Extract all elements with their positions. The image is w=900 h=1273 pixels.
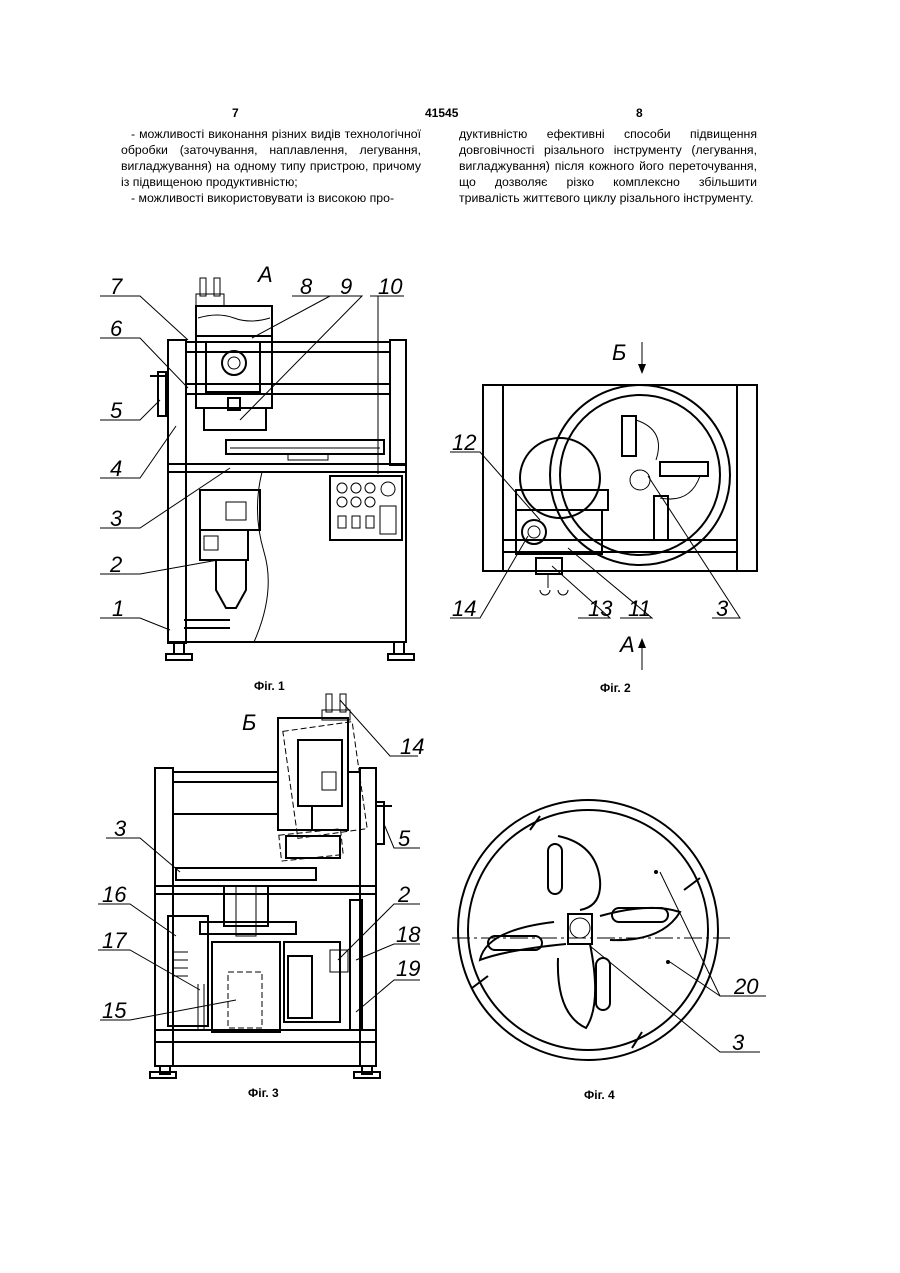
fig2-label: 13 [588, 596, 613, 621]
fig1-label: 9 [340, 274, 352, 299]
fig3-label: 5 [398, 826, 411, 851]
figure-3-drawing: Б [98, 694, 424, 1078]
fig2-view-bottom: А [618, 632, 635, 657]
fig1-label: 10 [378, 274, 403, 299]
fig1-label: 8 [300, 274, 313, 299]
figure-4-drawing: 20 3 [452, 800, 766, 1060]
fig2-view-top: Б [612, 340, 626, 365]
fig3-label: 16 [102, 882, 127, 907]
fig1-label: 4 [110, 456, 122, 481]
fig3-label: 2 [397, 882, 410, 907]
fig1-label: 6 [110, 316, 123, 341]
fig1-view-letter: А [256, 262, 273, 287]
fig2-label: 11 [628, 596, 651, 621]
figure-2-caption: Фіг. 2 [600, 681, 631, 695]
fig1-label: 1 [112, 596, 124, 621]
fig1-label: 5 [110, 398, 123, 423]
fig1-label: 7 [110, 274, 123, 299]
fig3-label: 17 [102, 928, 127, 953]
figure-4-caption: Фіг. 4 [584, 1088, 615, 1102]
fig3-label: 18 [396, 922, 421, 947]
fig1-label: 2 [109, 552, 122, 577]
figure-1-drawing: А [100, 262, 414, 660]
figure-1-caption: Фіг. 1 [254, 679, 285, 693]
fig2-label: 3 [716, 596, 729, 621]
fig4-label: 20 [733, 974, 759, 999]
fig3-label: 19 [396, 956, 420, 981]
fig3-label: 14 [400, 734, 424, 759]
fig2-label: 14 [452, 596, 476, 621]
fig3-view-letter: Б [242, 710, 256, 735]
fig4-label: 3 [732, 1030, 745, 1055]
fig3-label: 3 [114, 816, 127, 841]
figure-2-drawing: Б А 12 14 13 11 3 [450, 340, 757, 670]
fig2-label: 12 [452, 430, 476, 455]
fig3-label: 15 [102, 998, 127, 1023]
fig1-label: 3 [110, 506, 123, 531]
figure-3-caption: Фіг. 3 [248, 1086, 279, 1100]
